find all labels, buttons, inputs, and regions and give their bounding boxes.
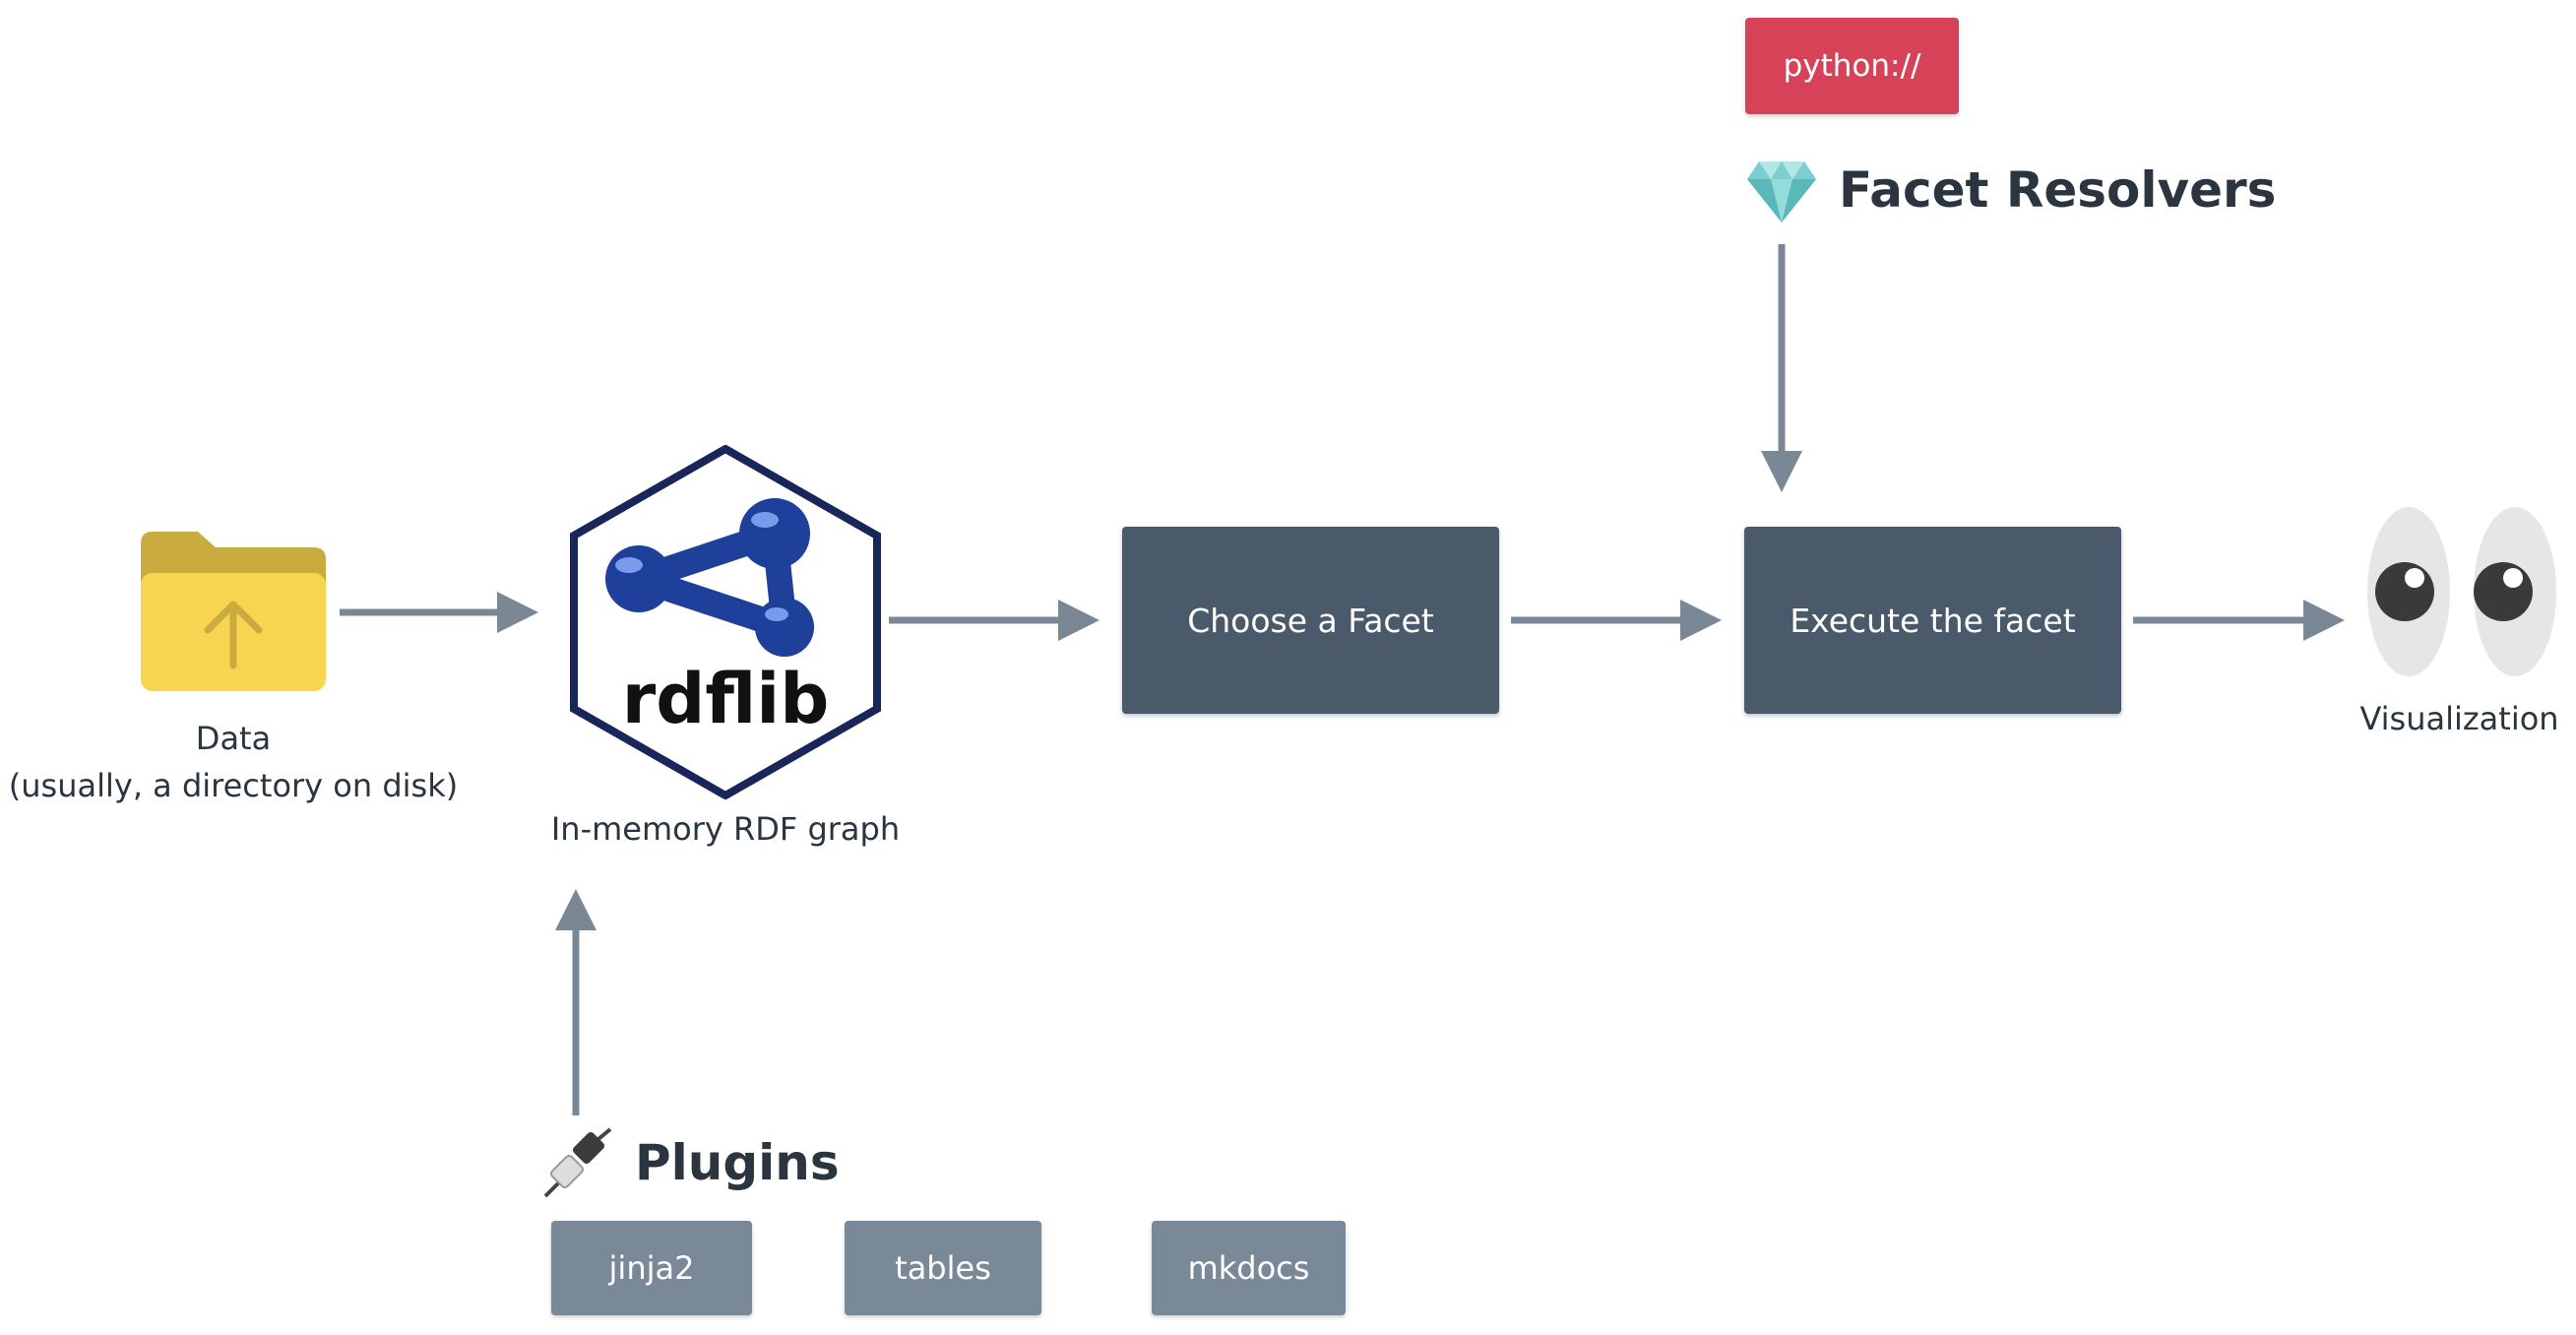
rdflib-label: In-memory RDF graph <box>550 810 901 848</box>
data-label-line1: Data <box>195 720 272 757</box>
rdflib-logo: rdflib <box>570 445 881 799</box>
folder-upload-icon <box>141 532 326 691</box>
execute-facet-box: Execute the facet <box>1744 527 2121 714</box>
plugin-chip-tables: tables <box>845 1221 1041 1315</box>
gem-icon <box>1747 161 1816 222</box>
eyes-icon <box>2367 507 2556 676</box>
plugin-chip-jinja2: jinja2 <box>551 1221 752 1315</box>
data-label-line2: (usually, a directory on disk) <box>8 767 459 804</box>
plugin-chip-mkdocs: mkdocs <box>1152 1221 1346 1315</box>
rdf-graph-icon <box>605 498 814 657</box>
choose-facet-box: Choose a Facet <box>1122 527 1499 714</box>
rdflib-logo-text: rdflib <box>622 659 830 739</box>
plug-icon <box>543 1127 612 1198</box>
python-resolver-chip: python:// <box>1745 18 1959 114</box>
data-label: Data (usually, a directory on disk) <box>0 715 467 809</box>
visualization-label: Visualization <box>2359 700 2559 737</box>
plugins-heading: Plugins <box>635 1134 840 1191</box>
facet-resolvers-heading: Facet Resolvers <box>1839 161 2277 219</box>
